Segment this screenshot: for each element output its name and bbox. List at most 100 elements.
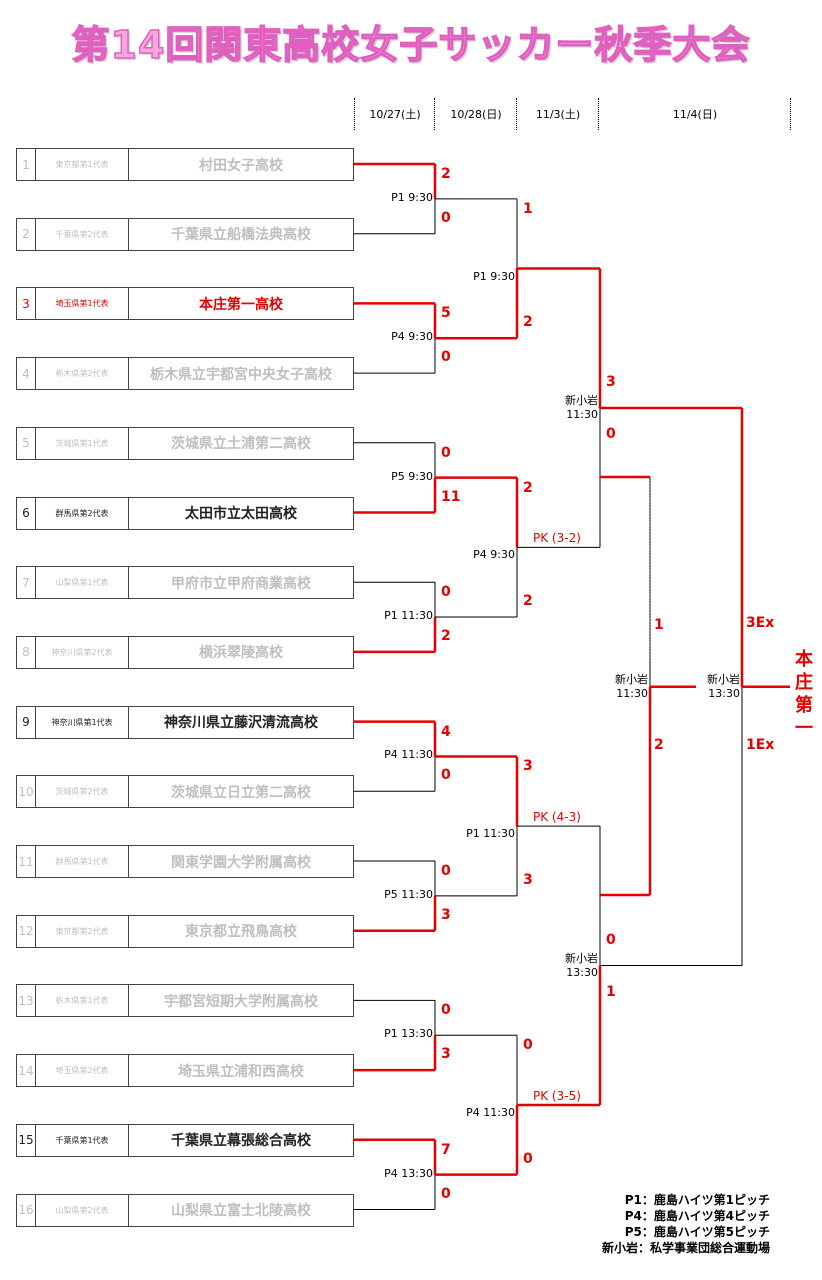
match-score: 2 <box>523 593 533 610</box>
team-name: 茨城県立土浦第二高校 <box>171 436 311 453</box>
match-score: 2 <box>441 166 451 182</box>
champion-char: 第 <box>795 695 813 716</box>
team-seed: 1 <box>17 149 36 180</box>
team-name: 太田市立太田高校 <box>185 506 297 522</box>
match-venue: P4 11:30 <box>384 748 433 762</box>
pk-result: PK (4-3) <box>533 810 581 825</box>
team-prefecture: 千葉県第1代表 <box>36 1124 129 1156</box>
match-venue: P1 11:30 <box>466 827 515 841</box>
team-seed: 6 <box>17 497 36 529</box>
team-prefecture: 群馬県第2代表 <box>36 497 129 529</box>
team-prefecture: 埼玉県第1代表 <box>36 288 129 320</box>
date-label: 11/3(土) <box>535 108 581 121</box>
team-name: 東京都立飛鳥高校 <box>185 924 297 941</box>
team-prefecture: 神奈川県第1代表 <box>36 706 129 738</box>
match-venue: 新小岩 <box>565 951 598 965</box>
match-venue: 11:30 <box>616 686 648 700</box>
team-seed: 3 <box>17 288 36 320</box>
team-seed: 15 <box>17 1124 36 1156</box>
match-score: 2 <box>441 627 451 644</box>
team-prefecture: 埼玉県第2代表 <box>36 1055 129 1087</box>
team-prefecture: 神奈川県第2代表 <box>36 636 129 668</box>
venue-legend: P1：鹿島ハイツ第1ピッチ P4：鹿島ハイツ第4ピッチ P5：鹿島ハイツ第5ピッ… <box>560 1192 770 1256</box>
team-name: 神奈川県立藤沢清流高校 <box>164 715 318 732</box>
team-prefecture: 群馬県第1代表 <box>36 846 129 877</box>
date-divider <box>790 98 791 130</box>
pk-result: PK (3-5) <box>533 1088 581 1103</box>
date-divider <box>434 98 435 130</box>
team-prefecture: 栃木県第1代表 <box>36 985 129 1017</box>
date-divider <box>598 98 599 130</box>
team-prefecture: 茨城県第2代表 <box>36 776 129 808</box>
match-score: 0 <box>441 444 451 461</box>
team-name: 千葉県立幕張総合高校 <box>171 1133 311 1150</box>
match-score: 0 <box>606 931 616 948</box>
date-label: 10/27(土) <box>369 108 421 121</box>
match-venue: P4 9:30 <box>473 548 515 562</box>
team-seed: 16 <box>17 1194 36 1226</box>
team-name: 栃木県立宇都宮中央女子高校 <box>150 366 332 383</box>
match-venue: P1 9:30 <box>473 269 515 283</box>
match-score: 1 <box>654 616 664 633</box>
team-seed: 12 <box>17 915 36 947</box>
champion-char: 本 <box>795 649 813 670</box>
team-seed: 8 <box>17 636 36 668</box>
match-score: 0 <box>523 1150 533 1167</box>
pk-result: PK (3-2) <box>533 531 581 546</box>
date-divider <box>516 98 517 130</box>
champion-char: 庄 <box>795 672 813 693</box>
match-venue: P4 11:30 <box>466 1105 515 1119</box>
page-title: 第14回関東高校女子サッカー秋季大会 <box>71 22 751 68</box>
match-score: 7 <box>441 1141 451 1158</box>
team-seed: 2 <box>17 218 36 250</box>
match-score: 0 <box>441 209 451 226</box>
team-seed: 7 <box>17 567 36 599</box>
match-venue: P1 13:30 <box>384 1027 433 1041</box>
team-seed: 4 <box>17 358 36 390</box>
match-score: 2 <box>523 314 533 331</box>
match-score: 5 <box>441 305 451 322</box>
match-venue: P5 11:30 <box>384 887 433 901</box>
match-venue: P4 13:30 <box>384 1166 433 1180</box>
match-venue: P5 9:30 <box>391 469 433 483</box>
match-score: 3 <box>523 871 533 888</box>
date-label: 10/28(日) <box>450 108 502 121</box>
match-score: 0 <box>523 1037 533 1054</box>
team-seed: 9 <box>17 706 36 738</box>
match-score: 3 <box>606 373 616 390</box>
match-score: 1Ex <box>746 736 775 753</box>
team-name: 宇都宮短期大学附属高校 <box>164 993 318 1010</box>
team-name: 関東学園大学附属高校 <box>171 854 311 871</box>
team-seed: 14 <box>17 1055 36 1087</box>
match-score: 2 <box>654 736 664 753</box>
match-score: 1 <box>606 983 616 1000</box>
match-score: 0 <box>606 425 616 442</box>
match-venue: 13:30 <box>566 965 598 979</box>
match-score: 11 <box>441 488 461 505</box>
match-venue: 11:30 <box>566 407 598 421</box>
legend-item: 新小岩：私学事業団総合運動場 <box>601 1241 770 1255</box>
match-score: 2 <box>523 479 533 496</box>
match-venue: 新小岩 <box>615 672 648 686</box>
match-score: 0 <box>441 1002 451 1019</box>
match-score: 3 <box>523 758 533 775</box>
legend-item: P4：鹿島ハイツ第4ピッチ <box>624 1209 770 1223</box>
champion-label: 本庄第一 <box>793 648 815 740</box>
team-seed: 10 <box>17 776 36 808</box>
match-venue: 新小岩 <box>565 393 598 407</box>
match-venue: P1 11:30 <box>384 609 433 623</box>
team-prefecture: 栃木県第2代表 <box>36 358 129 390</box>
team-prefecture: 山梨県第2代表 <box>36 1194 129 1226</box>
match-score: 3 <box>441 1046 451 1063</box>
match-score: 0 <box>441 863 451 879</box>
match-venue: P4 9:30 <box>391 330 433 344</box>
team-seed: 13 <box>17 985 36 1017</box>
